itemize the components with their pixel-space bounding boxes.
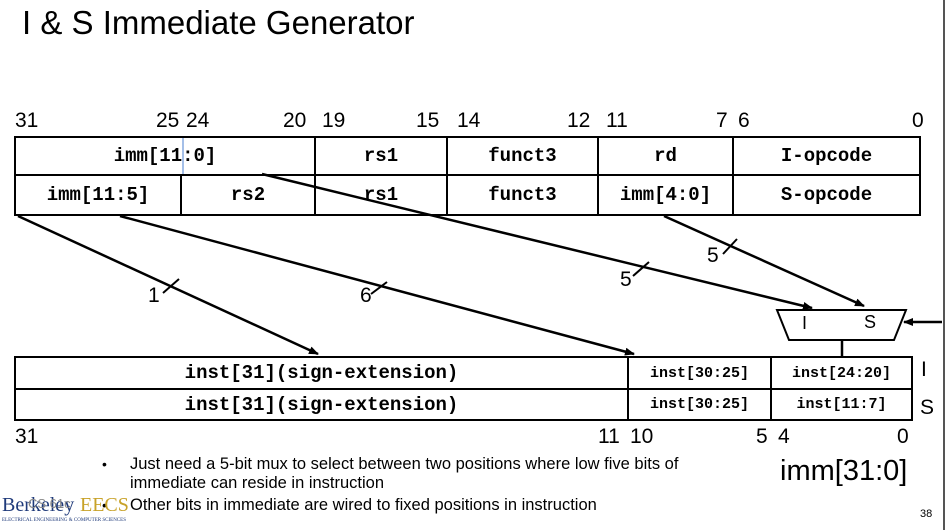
width-label-5-i: 5 xyxy=(620,268,632,291)
bit-14-top: 14 xyxy=(457,109,481,132)
bit-31-bottom: 31 xyxy=(15,425,39,448)
imm-s-mid-field: inst[30:25] xyxy=(627,388,772,421)
bullet-text-2: Other bits in immediate are wired to fix… xyxy=(130,496,597,514)
imm-s-low-field: inst[11:7] xyxy=(770,388,913,421)
bit-10-bottom: 10 xyxy=(630,425,654,448)
imm-i-low-field: inst[24:20] xyxy=(770,356,913,390)
bit-0-top: 0 xyxy=(912,109,924,132)
bit-11-top: 11 xyxy=(606,109,628,132)
bit-11-bottom: 11 xyxy=(598,425,620,448)
bit-15-top: 15 xyxy=(416,109,440,132)
bit-6-top: 6 xyxy=(738,109,750,132)
tick-5-i xyxy=(632,261,650,277)
course-label: CS 61c xyxy=(28,496,71,511)
bit-31-top: 31 xyxy=(15,109,39,132)
bit-5-bottom: 5 xyxy=(756,425,768,448)
s-rs1-field: rs1 xyxy=(314,174,448,216)
six-bit-wire xyxy=(119,214,635,356)
tick-1 xyxy=(162,278,180,294)
page-number: 38 xyxy=(920,508,933,520)
mux-shape xyxy=(775,309,908,341)
s-low-five-wire xyxy=(663,214,865,308)
width-label-6: 6 xyxy=(360,284,372,307)
logo-main-text: Berkeley xyxy=(2,494,75,516)
width-label-1: 1 xyxy=(148,284,160,307)
bullet-text-1: Just need a 5-bit mux to select between … xyxy=(130,455,679,492)
width-label-5-s: 5 xyxy=(707,244,719,267)
bit-0-bottom: 0 xyxy=(897,425,909,448)
bullet-item-2: • Other bits in immediate are wired to f… xyxy=(102,496,720,515)
logo-accent-text: EECS xyxy=(80,494,129,516)
mux-input-s: S xyxy=(864,312,877,332)
tick-5-s xyxy=(722,238,738,255)
berkeley-eecs-logo: Berkeley EECS ELECTRICAL ENGINEERING & C… xyxy=(2,494,129,528)
bit-4-bottom: 4 xyxy=(778,425,790,448)
s-imm-lo-field: imm[4:0] xyxy=(597,174,734,216)
i-low-five-wire xyxy=(261,172,813,310)
mux-input-i: I xyxy=(802,313,808,333)
bit-7-top: 7 xyxy=(716,109,728,132)
sign-bit-wire xyxy=(17,214,319,356)
bullet-item-1: • Just need a 5-bit mux to select betwee… xyxy=(102,455,720,493)
bit-12-top: 12 xyxy=(567,109,591,132)
imm-s-sign-ext-field: inst[31](sign-extension) xyxy=(14,388,629,421)
s-funct3-field: funct3 xyxy=(446,174,599,216)
row-tag-i: I xyxy=(921,358,927,381)
bit-25-top: 25 xyxy=(156,109,180,132)
bullet-dot-icon: • xyxy=(102,456,107,472)
imm-output-label: imm[31:0] xyxy=(780,455,908,487)
logo-subtitle: ELECTRICAL ENGINEERING & COMPUTER SCIENC… xyxy=(2,518,126,523)
tick-6 xyxy=(370,281,388,295)
slide-title: I & S Immediate Generator xyxy=(22,4,415,41)
bullet-dot-icon: • xyxy=(102,497,107,513)
bit-19-top: 19 xyxy=(322,109,346,132)
row-tag-s: S xyxy=(920,396,935,419)
s-opcode-field: S-opcode xyxy=(732,174,921,216)
s-imm-hi-field: imm[11:5] xyxy=(14,174,182,216)
bit-24-top: 24 xyxy=(186,109,210,132)
bit-20-top: 20 xyxy=(283,109,307,132)
